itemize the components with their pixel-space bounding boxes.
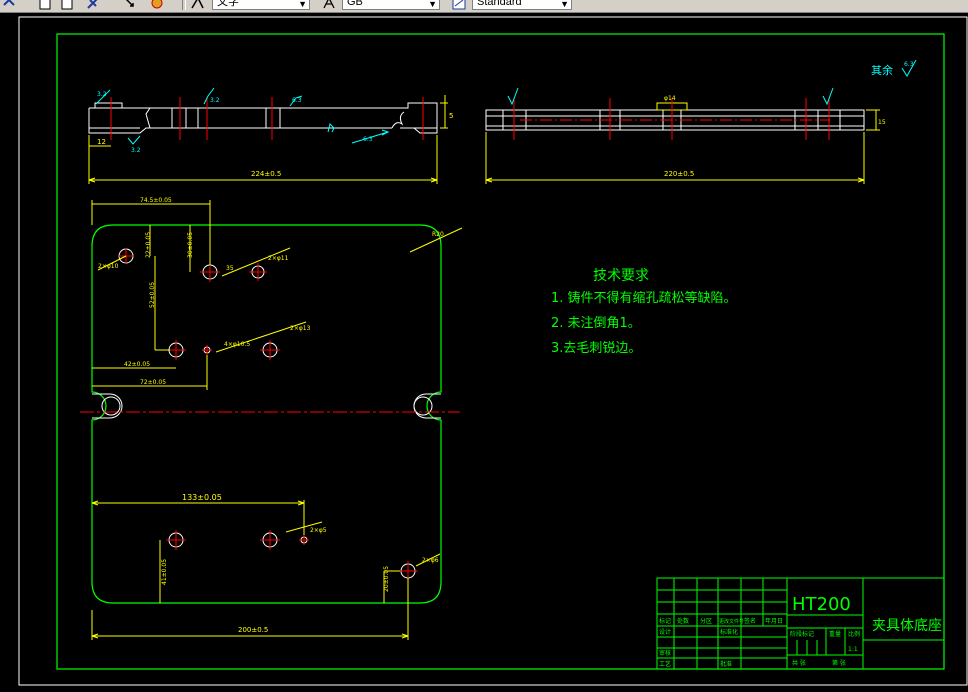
side-right-roughness [507, 87, 834, 106]
tech-title: 技术要求 [593, 268, 649, 284]
text-style-icon[interactable] [190, 0, 204, 10]
tb-weight: 重量 [829, 630, 841, 638]
dim-2phi11: 2×φ11 [268, 255, 289, 262]
tb-zone: 分区 [700, 617, 712, 625]
undo-icon[interactable] [2, 0, 16, 10]
rough-3-2-c: 3.2 [131, 147, 141, 154]
tb-review: 审核 [659, 649, 671, 657]
dim-2phi6: 2×φ6 [422, 557, 439, 564]
pointer-icon[interactable] [122, 0, 136, 10]
plan-view [80, 224, 460, 604]
new-file-icon[interactable] [38, 0, 52, 10]
side-view-right-dims [485, 109, 880, 184]
side-width-dim: 224±0.5 [251, 170, 281, 178]
tech-item-1: 1. 铸件不得有缩孔疏松等缺陷。 [551, 290, 737, 306]
dim-2phi10: 2×φ10 [98, 263, 119, 270]
tb-stage: 阶段标记 [790, 630, 814, 638]
tb-count: 处数 [677, 617, 689, 625]
dim-41: 41±0.05 [161, 559, 168, 585]
chevron-down-icon: ▼ [560, 0, 569, 9]
snap-icon[interactable] [86, 0, 100, 10]
tb-design: 设计 [659, 628, 671, 636]
side-view-left-dims [88, 95, 448, 184]
tb-process: 工艺 [659, 660, 671, 668]
side-roughness-icons [95, 87, 390, 145]
tb-date: 年月日 [765, 617, 783, 625]
rough-3-2-a: 3.2 [97, 91, 107, 98]
dim-22: 22±0.05 [145, 232, 152, 258]
font-icon[interactable] [322, 0, 336, 10]
plan-holes [118, 248, 416, 579]
dim-72: 72±0.05 [140, 379, 166, 386]
open-file-icon[interactable] [60, 0, 74, 10]
rough-3-2-b: 6.3 [292, 97, 302, 104]
sheet-border [18, 16, 968, 686]
title-block [656, 577, 945, 670]
roughness-icon: 6.3 [901, 59, 917, 77]
dim-style-value: Standard [477, 0, 522, 8]
dim-20: 20±0.05 [383, 566, 390, 592]
dim-30: 30±0.05 [187, 232, 194, 258]
tb-scale-value: 1:1 [848, 646, 858, 653]
tb-sheet: 第 张 [832, 659, 846, 667]
other-roughness-label: 其余 [871, 63, 893, 77]
dim-4phi: 4×φ10.5 [224, 341, 250, 348]
dim-74: 74.5±0.05 [140, 197, 172, 204]
plan-centerlines [118, 248, 418, 581]
tech-item-2: 2. 未注倒角1。 [551, 316, 641, 331]
tb-total: 共 张 [792, 659, 806, 667]
text-style-select[interactable]: 文字 ▼ [212, 0, 310, 10]
dim-133: 133±0.05 [182, 493, 222, 502]
dim-style-select[interactable]: Standard ▼ [472, 0, 572, 10]
dim-52: 52±0.05 [149, 282, 156, 308]
text-style-value: 文字 [217, 0, 239, 8]
tb-standard: 标准化 [720, 628, 738, 636]
color-icon[interactable] [150, 0, 164, 10]
svg-text:6.3: 6.3 [904, 61, 914, 68]
font-size-select[interactable]: GB ▼ [342, 0, 440, 10]
tb-approve: 批准 [720, 660, 732, 668]
dim-r20: R20 [432, 231, 444, 238]
dim-2phi13: 2×φ13 [290, 325, 311, 332]
side-view-left [88, 97, 438, 140]
material-label: HT200 [792, 594, 851, 615]
cad-toolbar: 文字 ▼ GB ▼ Standard ▼ [0, 0, 968, 13]
dim-2phi5: 2×φ5 [310, 527, 327, 534]
side-view-right [485, 98, 865, 140]
side-right-width-dim: 220±0.5 [664, 170, 694, 178]
rough-6-3-b: 6.3 [363, 136, 373, 143]
rough-6-3-a: 3.2 [210, 97, 220, 104]
phi14-dim: φ14 [664, 95, 676, 102]
tech-item-3: 3.去毛刺锐边。 [551, 341, 641, 356]
side-d12-dim: 12 [97, 138, 106, 146]
drawing-canvas[interactable]: 其余 6.3 224±0.5 12 5 [0, 12, 968, 692]
drawing-frame [56, 33, 945, 670]
dim-style-icon[interactable] [452, 0, 466, 10]
side-right-d15: 15 [878, 119, 886, 126]
dim-200: 200±0.5 [238, 626, 268, 634]
part-name-label: 夹具体底座 [872, 618, 942, 634]
tb-scale: 比例 [848, 630, 860, 638]
tb-change: 更改文件号 [719, 618, 744, 625]
tb-mark: 标记 [659, 617, 671, 625]
plan-dims [91, 200, 463, 640]
chevron-down-icon: ▼ [298, 0, 307, 9]
font-size-value: GB [347, 0, 363, 8]
tb-sign: 签名 [744, 617, 756, 625]
side-d5-dim: 5 [449, 112, 453, 120]
chevron-down-icon: ▼ [428, 0, 437, 9]
dim-35: 35 [226, 265, 234, 272]
dim-42: 42±0.05 [124, 361, 150, 368]
